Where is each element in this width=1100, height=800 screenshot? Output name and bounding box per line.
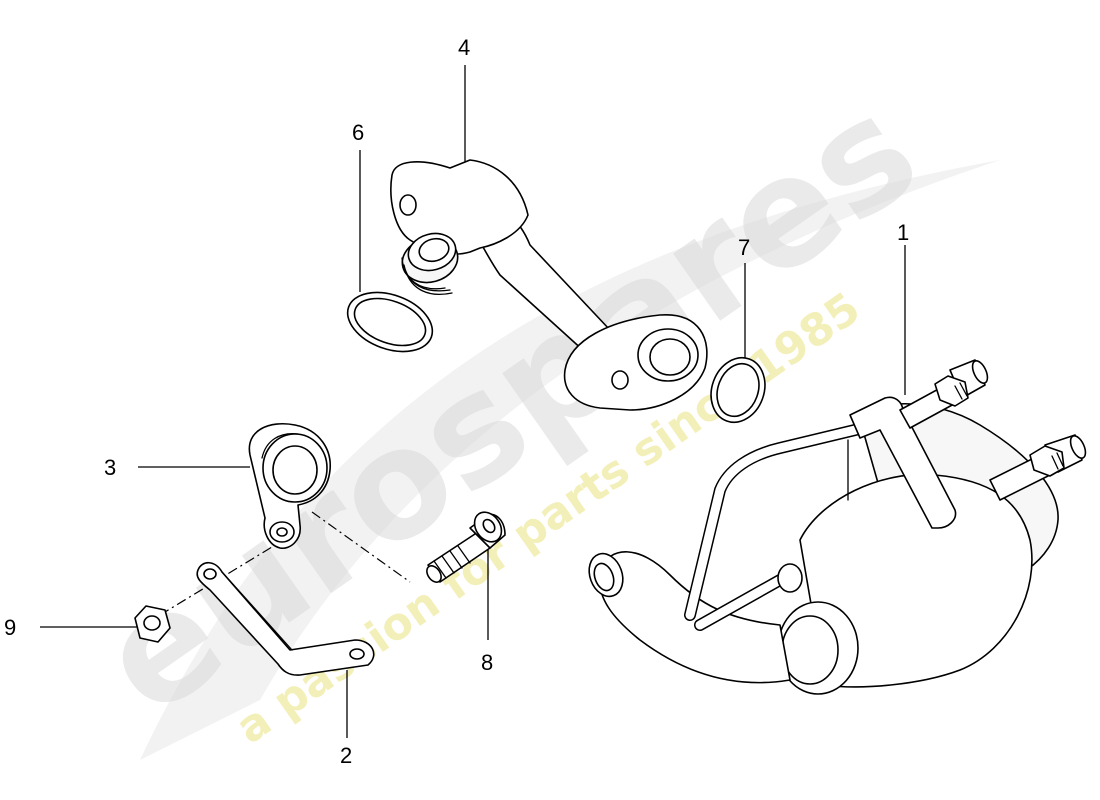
- callout-9: 9: [4, 615, 16, 640]
- muffler-studs: [899, 359, 1087, 501]
- callout-2: 2: [340, 743, 352, 768]
- assembly-line-nut: [159, 529, 301, 616]
- callout-8: 8: [481, 650, 493, 675]
- pipe-upper-flange: [390, 159, 529, 255]
- nut-part-9: [134, 605, 171, 643]
- leader-lines: [40, 65, 906, 738]
- lower-flange-bolt-hole: [611, 370, 629, 390]
- callout-4: 4: [458, 35, 470, 60]
- o-ring-part-7: [710, 356, 766, 424]
- callout-3: 3: [104, 455, 116, 480]
- pipe-spigot: [401, 232, 459, 295]
- callout-labels: 1 2 3 4 6 7 8 9: [4, 35, 909, 768]
- callout-1: 1: [897, 220, 909, 245]
- assembly-lines: [159, 511, 411, 616]
- lower-flange-bore-inner: [649, 338, 691, 376]
- o-ring-part-6: [346, 291, 434, 353]
- muffler-part-1: [588, 359, 1087, 695]
- upper-flange-bolt-hole: [399, 194, 417, 216]
- callout-6: 6: [352, 120, 364, 145]
- watermark-swoosh: [140, 160, 1000, 760]
- callout-7: 7: [738, 235, 750, 260]
- bracket-part-2: [196, 561, 375, 676]
- bolt-part-8: [426, 511, 506, 583]
- pipe-part-4: [390, 159, 708, 411]
- clamp-part-3: [248, 423, 331, 550]
- assembly-line-bolt: [311, 511, 411, 583]
